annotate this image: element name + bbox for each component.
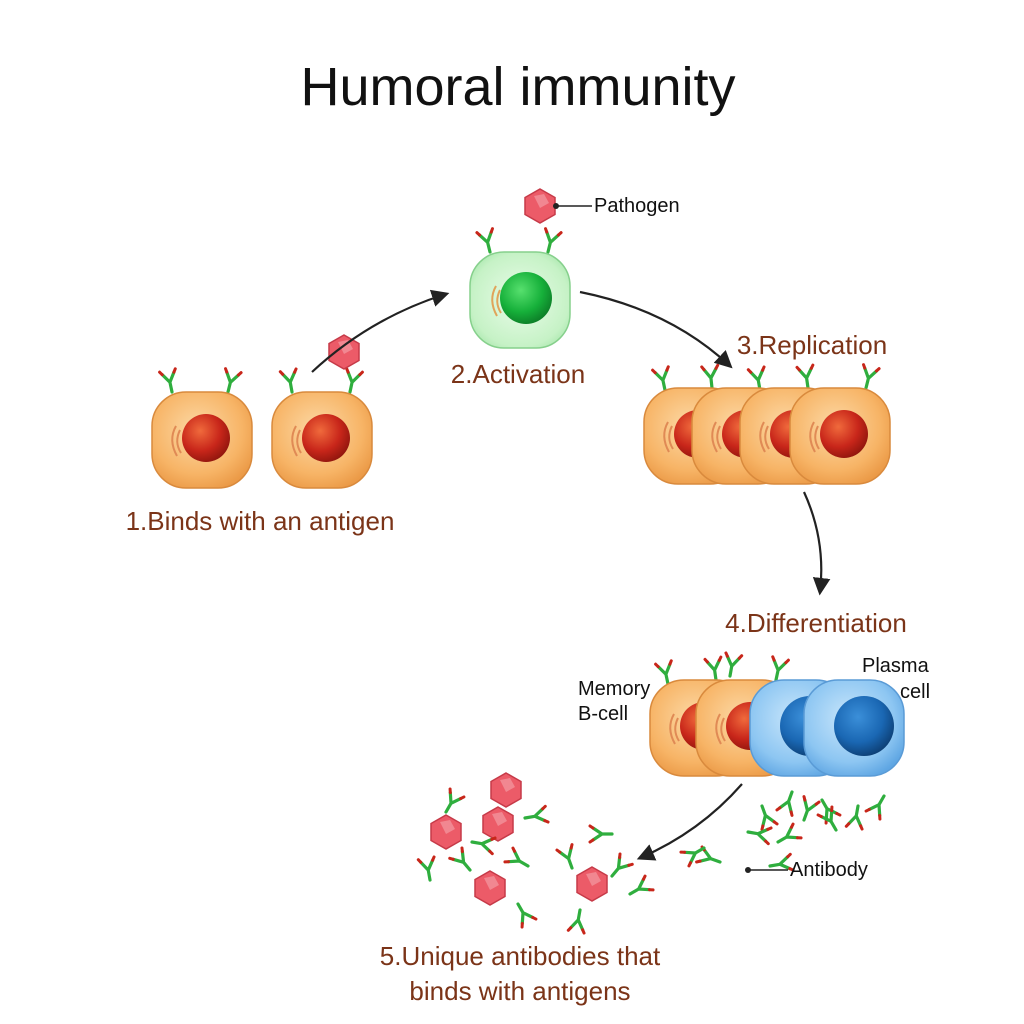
step5-label-line1: 5.Unique antibodies that — [380, 941, 661, 971]
antigen-icon — [482, 806, 514, 842]
memory-label-line2: B-cell — [578, 703, 628, 725]
antibody-pointer-dot — [745, 867, 751, 873]
pathogen-pointer-dot — [553, 203, 559, 209]
arrow-binds-to-activation — [311, 289, 450, 373]
step1-b-cells — [151, 334, 373, 489]
activated-b-cell — [469, 251, 571, 349]
pathogen-icon — [524, 188, 556, 224]
step2-label: 2.Activation — [451, 359, 585, 389]
memory-label-line1: Memory — [578, 678, 650, 700]
arrow-replication-to-differentiation — [802, 491, 831, 596]
antibody-label: Antibody — [790, 859, 868, 881]
arrow-differentiation-to-binding — [636, 783, 743, 861]
arrow-activation-to-replication — [579, 290, 733, 369]
step3-replicated-cells — [643, 363, 891, 485]
b-cell — [271, 391, 373, 489]
antigen-icon — [576, 866, 608, 902]
antigen-icon — [430, 814, 462, 850]
pathogen-label: Pathogen — [594, 195, 680, 217]
antigen-icon — [474, 870, 506, 906]
step2-activated-cell — [469, 188, 571, 349]
plasma-label-line1: Plasma — [862, 655, 930, 677]
antigen-icon — [490, 772, 522, 808]
diagram-title: Humoral immunity — [300, 57, 735, 117]
b-cell — [789, 387, 891, 485]
antigen-icon — [328, 334, 360, 370]
plasma-label-line2: cell — [900, 681, 930, 703]
plasma-cell — [803, 679, 905, 777]
b-cell — [151, 391, 253, 489]
step1-label: 1.Binds with an antigen — [126, 506, 395, 536]
step4-label: 4.Differentiation — [725, 608, 907, 638]
step5-antigen-antibody-complexes — [416, 772, 655, 935]
step3-label: 3.Replication — [737, 330, 887, 360]
step5-label-line2: binds with antigens — [409, 976, 630, 1006]
